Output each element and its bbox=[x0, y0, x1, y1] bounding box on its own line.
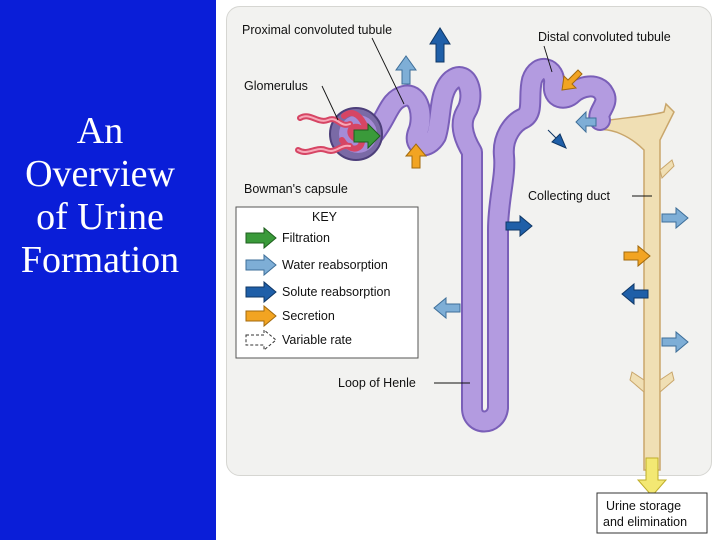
label-collecting-duct: Collecting duct bbox=[528, 189, 611, 203]
collecting-duct bbox=[595, 102, 675, 471]
key-title: KEY bbox=[312, 210, 338, 224]
label-proximal-tubule: Proximal convoluted tubule bbox=[242, 23, 392, 37]
nephron-tubule bbox=[361, 58, 617, 433]
label-loop-of-henle: Loop of Henle bbox=[338, 376, 416, 390]
key-swatch-solute bbox=[245, 280, 277, 304]
storage-line-2: and elimination bbox=[603, 515, 687, 529]
glomerulus-highlight bbox=[297, 115, 351, 153]
urine-storage-box: Urine storage and elimination bbox=[596, 492, 708, 534]
key-label-filtration: Filtration bbox=[282, 231, 330, 245]
water-reabsorption-arrows bbox=[395, 55, 689, 354]
solute-reabsorption-arrows bbox=[429, 27, 649, 306]
title-line-3: of Urine bbox=[36, 196, 164, 238]
title-panel: An Overview of Urine Formation bbox=[0, 0, 216, 540]
slide-title: An Overview of Urine Formation bbox=[0, 110, 200, 282]
label-bowmans-capsule: Bowman's capsule bbox=[244, 182, 348, 196]
key-label-secretion: Secretion bbox=[282, 309, 335, 323]
label-glomerulus: Glomerulus bbox=[244, 79, 308, 93]
leader-lines bbox=[321, 37, 652, 384]
key-label-variable: Variable rate bbox=[282, 333, 352, 347]
title-line-2: Overview bbox=[25, 153, 175, 195]
secretion-arrows bbox=[404, 69, 651, 268]
key-swatch-water bbox=[245, 253, 277, 277]
key-label-solute: Solute reabsorption bbox=[282, 285, 390, 299]
title-line-4: Formation bbox=[20, 239, 180, 281]
label-distal-tubule: Distal convoluted tubule bbox=[538, 30, 671, 44]
key-swatch-secretion bbox=[245, 304, 277, 328]
storage-line-1: Urine storage bbox=[606, 499, 681, 513]
key-label-water: Water reabsorption bbox=[282, 258, 388, 272]
title-line-1: An bbox=[76, 110, 124, 152]
key-swatch-filtration bbox=[245, 226, 277, 250]
urine-outflow-arrow bbox=[636, 457, 668, 497]
filtration-arrow bbox=[353, 122, 381, 150]
key-legend: KEY Filtration Water reabsorption Solute… bbox=[235, 206, 419, 359]
key-swatch-variable bbox=[245, 328, 277, 352]
